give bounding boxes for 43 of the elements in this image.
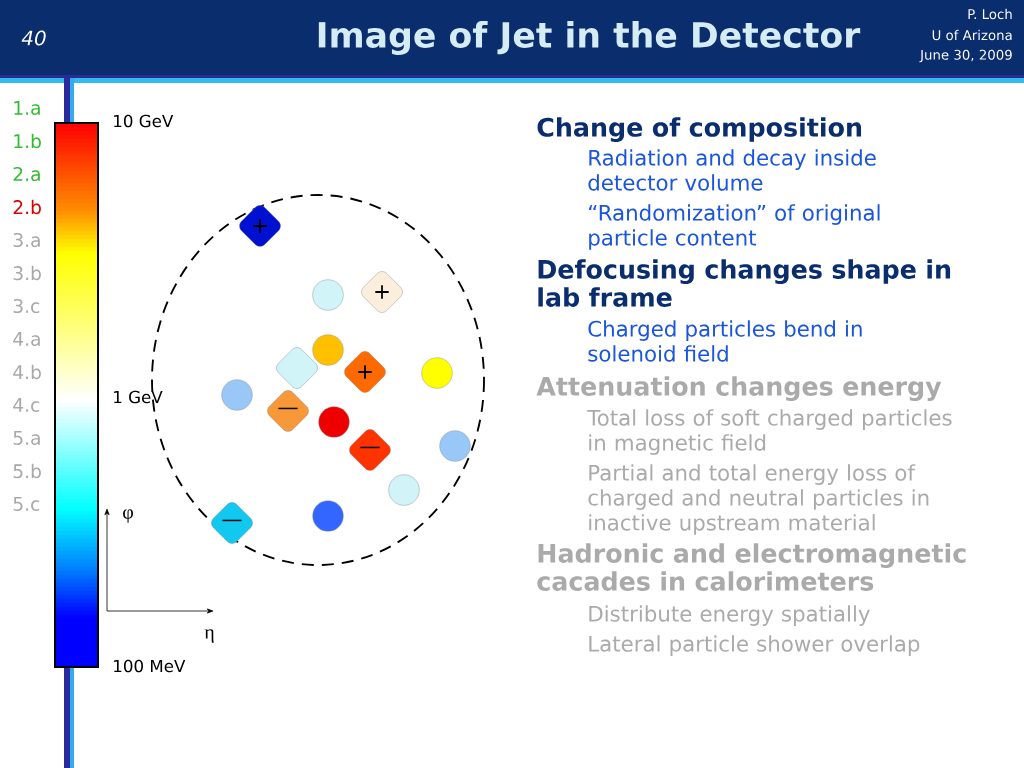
bullet-text: “Randomization” of original particle content xyxy=(589,204,880,250)
particle-circle xyxy=(318,406,350,438)
title: Image of Jet in the Detector xyxy=(318,21,861,55)
bullet-heading: Attenuation changes energy xyxy=(536,376,942,401)
particle-diamond xyxy=(276,347,318,389)
section-number: 3.b xyxy=(13,265,41,281)
bullet-heading: Hadronic and electromagnetic cacades in calorimeters xyxy=(537,543,966,591)
axis-label: φ xyxy=(123,509,133,523)
section-number: 4.a xyxy=(13,332,40,346)
slide-number: 40 xyxy=(21,30,46,46)
bullet-text: Lateral particle shower overlap xyxy=(589,635,920,656)
bullet-text: Distribute energy spatially xyxy=(589,605,870,626)
section-number: 1.a xyxy=(14,101,40,115)
particle-circle xyxy=(439,430,471,462)
bullet-heading: Defocusing changes shape in lab frame xyxy=(538,259,951,307)
author-info: P. Loch xyxy=(968,8,1012,20)
section-number: 4.c xyxy=(13,398,40,412)
section-number: 1.b xyxy=(14,133,41,149)
section-number: 5.b xyxy=(13,463,41,479)
particle-circle xyxy=(312,279,344,311)
particle-circle xyxy=(421,357,453,389)
scale-label: 100 MeV xyxy=(114,659,186,673)
section-number: 5.a xyxy=(13,431,40,445)
section-number: 5.c xyxy=(13,497,40,511)
bullet-text: Total loss of soft charged particles in magnetic field xyxy=(587,409,952,455)
scale-label: 10 GeV xyxy=(114,114,174,128)
section-number: 3.c xyxy=(13,298,40,314)
bullet-text: Partial and total energy loss of charged and neutral particles in inactive upstream material xyxy=(588,464,929,535)
bullet-text: Radiation and decay inside detector volume xyxy=(588,149,876,191)
particle-circle xyxy=(388,474,420,506)
section-number: 2.a xyxy=(13,166,40,182)
section-number: 4.b xyxy=(13,364,41,380)
particle-circle xyxy=(312,334,344,366)
particle-circle xyxy=(312,500,344,532)
section-number: 3.a xyxy=(13,232,40,248)
axis-label: η xyxy=(204,629,214,643)
bullet-heading: Change of composition xyxy=(537,117,862,142)
author-info: U of Arizona xyxy=(932,29,1012,41)
author-info: June 30, 2009 xyxy=(919,49,1012,63)
particle-circle xyxy=(221,379,253,411)
bullet-text: Charged particles bend in solenoid field xyxy=(588,320,862,362)
scale-label: 1 GeV xyxy=(114,390,163,404)
section-number: 2.b xyxy=(13,199,41,215)
